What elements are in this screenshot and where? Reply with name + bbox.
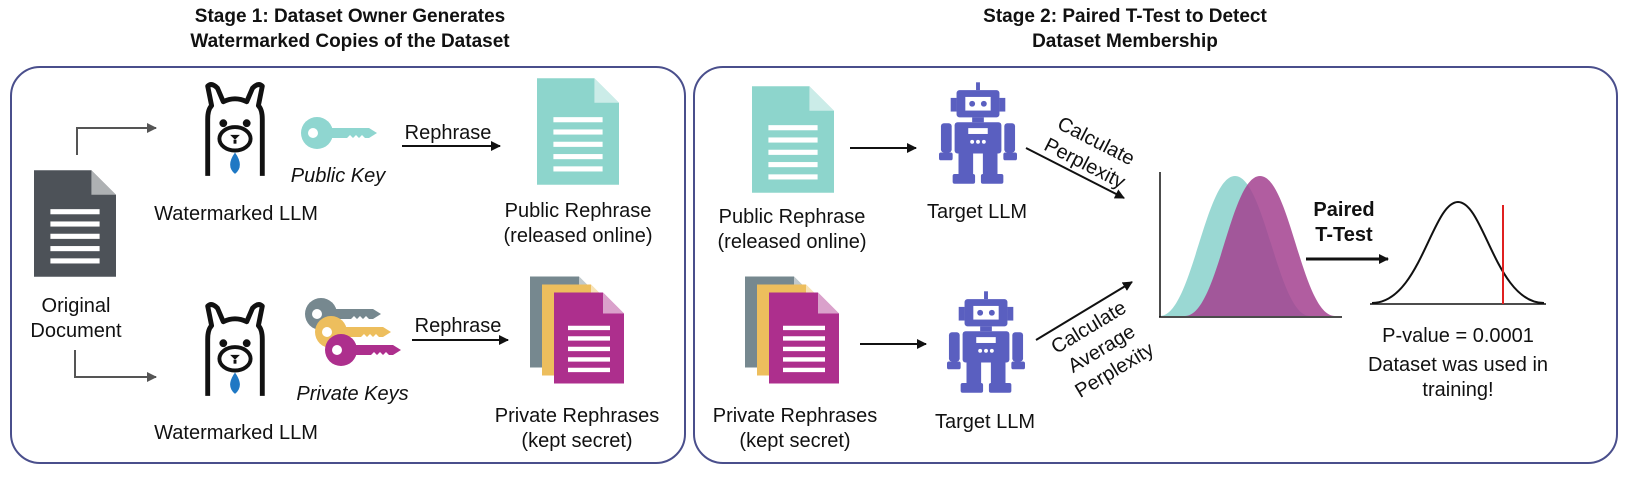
calc-average-perplexity-arrow (1035, 281, 1133, 341)
target-llm-top-label: Target LLM (926, 201, 1028, 223)
calc-perplexity-arrow (1025, 147, 1125, 199)
public-rephrase-label: Public Rephrase (released online) (503, 200, 653, 247)
target-llm-top-robot-icon (939, 82, 1017, 184)
private-doc-magenta-icon (554, 292, 624, 384)
conclusion-label: Dataset was used in training! (1367, 354, 1549, 401)
branch-arrow-bottom (74, 350, 157, 382)
stage2-private-doc-magenta-icon (769, 292, 839, 384)
original-document-icon (34, 170, 116, 277)
original-document-label: Original Document (30, 295, 122, 342)
stage2-private-rephrases-label: Private Rephrases (kept secret) (712, 405, 878, 452)
stage2-panel (693, 66, 1618, 464)
public-rephrase-doc-icon (537, 78, 619, 185)
stage2-public-rephrase-doc-icon (752, 86, 834, 193)
stage1-title: Stage 1: Dataset Owner Generates Waterma… (190, 6, 510, 52)
perplexity-distributions (1159, 172, 1342, 318)
watermarked-llm-top-icon (208, 85, 263, 176)
private-key-3-icon (325, 334, 401, 366)
rephrase-bottom-label: Rephrase (414, 315, 502, 337)
stage2-title: Stage 2: Paired T-Test to Detect Dataset… (983, 6, 1267, 52)
private-keys-label: Private Keys (296, 383, 409, 405)
rephrase-top-label: Rephrase (404, 122, 492, 144)
stage2-public-rephrase-label: Public Rephrase (released online) (717, 206, 867, 253)
target-llm-bottom-robot-icon (947, 291, 1025, 393)
watermarked-llm-bottom-icon (208, 305, 263, 396)
target-llm-bottom-label: Target LLM (934, 411, 1036, 433)
public-key-icon (301, 117, 377, 149)
watermarked-llm-bottom-label: Watermarked LLM (154, 422, 318, 444)
private-rephrases-label: Private Rephrases (kept secret) (494, 405, 660, 452)
t-distribution-curve (1370, 200, 1546, 305)
branch-arrow-top (76, 123, 157, 155)
paired-t-test-label: Paired T-Test (1313, 199, 1375, 246)
public-key-label: Public Key (290, 165, 386, 187)
watermarked-llm-top-label: Watermarked LLM (154, 203, 318, 225)
stage1-panel (10, 66, 686, 464)
p-value-label: P-value = 0.0001 (1382, 325, 1534, 347)
